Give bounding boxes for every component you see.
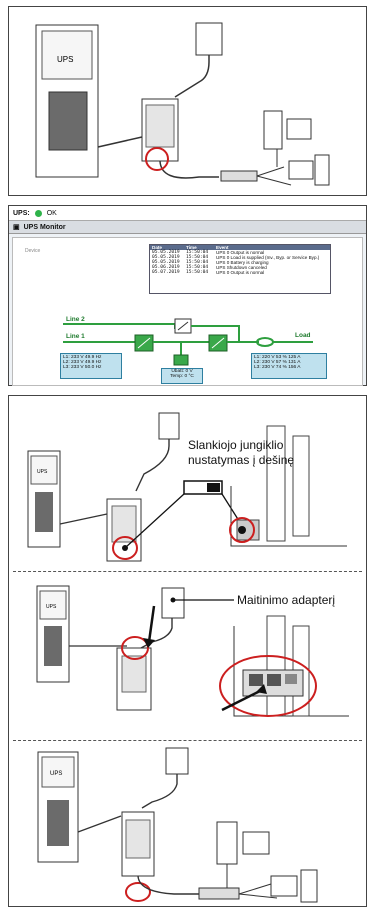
header-event: Event	[216, 245, 229, 250]
power-adapter	[161, 587, 185, 619]
output-info-box: L1: 220 V 53 % 125 A L2: 230 V 57 % 131 …	[251, 353, 327, 379]
header-date: Date	[152, 245, 162, 250]
input-row: L1: 233 V 49.9 Hz	[63, 355, 102, 360]
battery-info-box: Ubatt: 0 V Temp: 0 °C	[161, 368, 203, 384]
output-row: L3: 230 V 74 % 156 A	[254, 365, 301, 370]
ups-label: UPS	[57, 55, 73, 64]
closeup-highlight-circle	[229, 517, 255, 543]
instructions-panel: UPS Slank	[8, 395, 367, 907]
power-adapter	[165, 747, 189, 775]
slide-switch-label: Slankiojo jungiklio nustatymas į dešinę	[188, 438, 294, 468]
table-row: 05.07.2019 15:50:04 UPS 0 Output is norm…	[152, 270, 265, 275]
output-row: L1: 220 V 53 % 125 A	[254, 355, 301, 360]
line2-label: Line 2	[66, 316, 85, 323]
step-divider	[13, 740, 362, 741]
table-row: 05.05.2019 15:50:04 UPS 0 Output is norm…	[152, 250, 265, 255]
battery-block	[173, 354, 189, 366]
computer-1	[263, 110, 312, 167]
status-bar: UPS: OK	[9, 206, 366, 221]
step-power-adapter: UPS Mai	[9, 576, 366, 736]
window-titlebar: ▣ UPS Monitor	[9, 221, 366, 234]
power-adapter	[158, 412, 180, 440]
ups-cabinet: UPS	[37, 751, 79, 863]
slide-switch-icon	[183, 480, 223, 495]
port-highlight-circle	[145, 147, 169, 171]
computer-1	[216, 821, 270, 888]
network-switch	[220, 166, 292, 186]
computer-2	[288, 154, 330, 186]
monitor-icon: ▣	[13, 224, 20, 231]
line1-label: Line 1	[66, 333, 85, 340]
window-title: UPS Monitor	[23, 223, 66, 231]
power-adapter	[174, 22, 223, 98]
computer-2	[270, 869, 318, 903]
status-ok-icon	[34, 209, 42, 217]
table-row: 05.05.2019 15:50:04 UPS 0 Load is suppli…	[152, 255, 320, 260]
connection-illustration: UPS	[35, 22, 330, 186]
svg-text:UPS: UPS	[50, 771, 62, 777]
device-text: Device	[25, 248, 41, 254]
step2-illustration: UPS	[36, 585, 349, 717]
step3-illustration: UPS	[37, 747, 318, 903]
input-info-box: L1: 233 V 49.9 Hz L2: 233 V 49.9 Hz L3: …	[60, 353, 122, 379]
step-network-connection: UPS	[9, 744, 366, 906]
setup-panel-top: UPS	[8, 6, 367, 196]
network-port-highlight	[125, 882, 151, 902]
ups-monitor-panel: UPS: OK ▣ UPS Monitor Device Date Time E…	[8, 205, 367, 386]
svg-text:UPS: UPS	[37, 469, 48, 475]
network-card	[97, 98, 219, 179]
ups-cabinet: UPS	[27, 450, 61, 548]
step-slide-switch: UPS Slank	[9, 396, 366, 566]
load-label: Load	[295, 332, 311, 339]
status-label: UPS:	[13, 209, 30, 217]
port-closeup	[233, 615, 349, 717]
slide-switch-label-line2: nustatymas į dešinę	[188, 453, 295, 467]
battery-voltage: Ubatt: 0 V	[171, 369, 193, 374]
adapter-label: Maitinimo adapterį	[237, 593, 336, 607]
closeup-highlight-ellipse	[219, 655, 317, 717]
svg-text:UPS: UPS	[46, 604, 57, 610]
header-time: Time	[186, 245, 197, 250]
event-log-header: Date Time Event	[150, 245, 330, 250]
step-divider	[13, 571, 362, 572]
load-icon	[256, 337, 274, 347]
input-row: L2: 233 V 49.9 Hz	[63, 360, 102, 365]
output-row: L2: 230 V 57 % 131 A	[254, 360, 301, 365]
table-row: 05.06.2019 15:50:04 UPS Shutdown cancele…	[152, 265, 267, 270]
status-value: OK	[46, 209, 57, 217]
slide-switch-label-line1: Slankiojo jungiklio	[188, 438, 284, 452]
step1-illustration: UPS	[27, 412, 347, 562]
ups-cabinet: UPS	[35, 24, 99, 178]
network-switch	[198, 883, 278, 900]
power-flow-diagram: Line 2 Line 1 Load	[63, 316, 313, 366]
event-log[interactable]: Date Time Event 05.05.2019 15:50:04 UPS …	[149, 244, 331, 294]
battery-temperature: Temp: 0 °C	[170, 374, 194, 379]
table-row: 05.05.2019 15:50:04 UPS 0 Battery is cha…	[152, 260, 269, 265]
switch-highlight-circle	[112, 536, 138, 560]
input-row: L3: 233 V 50.0 Hz	[63, 365, 102, 370]
ups-cabinet: UPS	[36, 585, 70, 683]
monitor-body: Device Date Time Event 05.05.2019 15:50:…	[12, 237, 363, 386]
